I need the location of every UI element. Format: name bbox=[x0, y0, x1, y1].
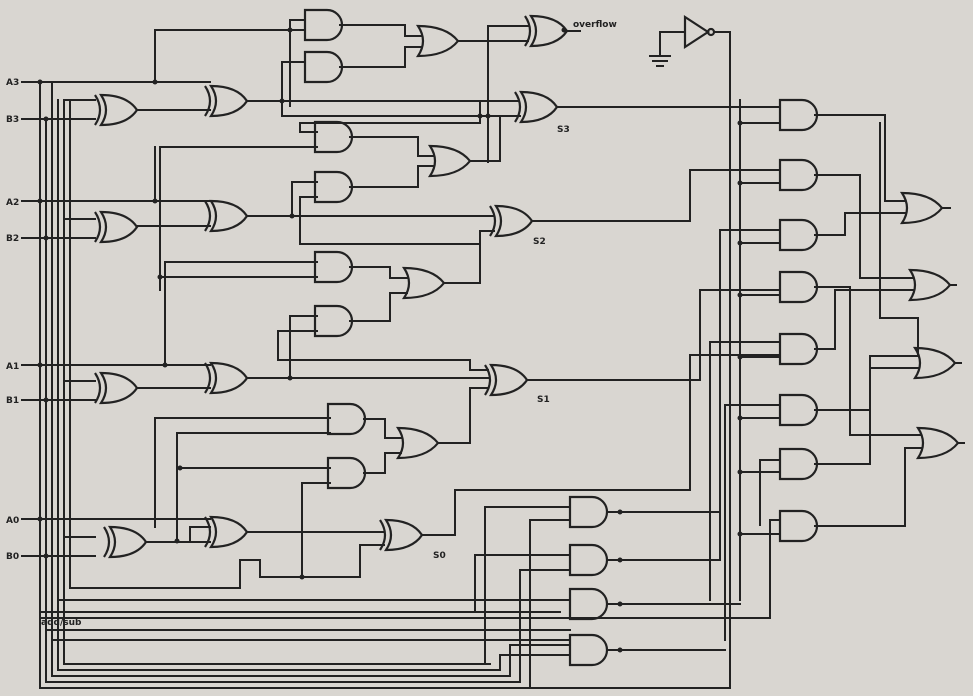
bit2-logic bbox=[93, 146, 781, 377]
output-label-s2: S2 bbox=[533, 237, 546, 247]
input-label-b1: B1 bbox=[6, 396, 19, 406]
bit0-logic bbox=[102, 354, 781, 589]
left-bus bbox=[39, 81, 771, 689]
output-label-s3: S3 bbox=[557, 125, 570, 135]
output-or-gates bbox=[814, 114, 965, 527]
output-label-s1: S1 bbox=[537, 395, 550, 405]
input-label-b2: B2 bbox=[6, 234, 19, 244]
input-label-a2: A2 bbox=[6, 198, 19, 208]
control-label-add-sub: add/sub bbox=[41, 618, 82, 628]
output-label-s0: S0 bbox=[433, 551, 446, 561]
overflow-buffer bbox=[649, 14, 731, 689]
bottom-and-gates bbox=[474, 495, 741, 689]
bit3-logic bbox=[93, 8, 781, 291]
input-label-b0: B0 bbox=[6, 552, 19, 562]
input-label-a3: A3 bbox=[6, 78, 19, 88]
input-label-a0: A0 bbox=[6, 516, 19, 526]
input-label-a1: A1 bbox=[6, 362, 19, 372]
input-label-b3: B3 bbox=[6, 115, 19, 125]
bit1-logic bbox=[93, 289, 781, 578]
output-label-overflow: overflow bbox=[573, 20, 617, 30]
input-wires bbox=[21, 81, 211, 557]
output-and-column bbox=[709, 98, 819, 641]
